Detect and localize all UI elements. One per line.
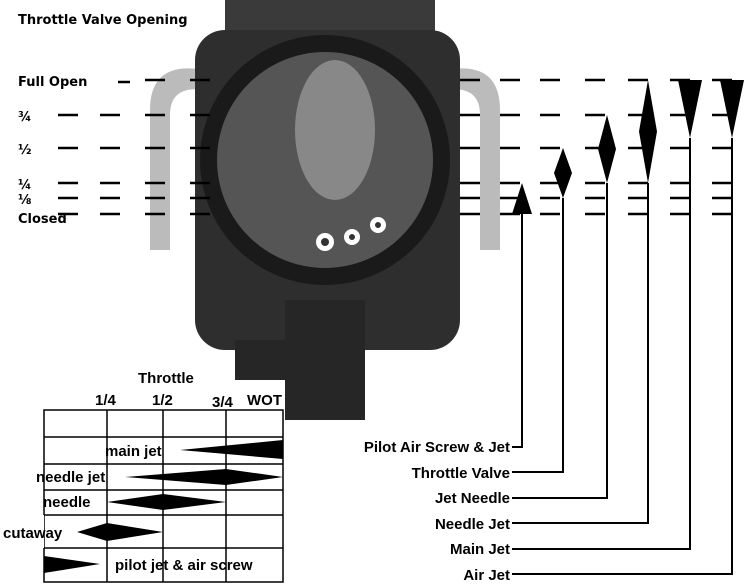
col-1-2: 1/2 xyxy=(152,392,173,409)
row-needle: needle xyxy=(43,494,91,511)
level-eighth: ⅛ xyxy=(18,193,31,208)
label-main-jet: Main Jet xyxy=(450,541,510,558)
label-jet-needle: Jet Needle xyxy=(435,490,510,507)
mark-main-jet xyxy=(678,80,702,138)
leader-line xyxy=(512,138,691,550)
level-full-open: Full Open xyxy=(18,75,87,90)
mark-jet-needle xyxy=(598,115,616,183)
leader-line xyxy=(512,183,649,524)
col-1-4: 1/4 xyxy=(95,392,117,409)
mark-throttle-valve xyxy=(554,148,572,198)
mark-pilot-air-screw-jet xyxy=(512,183,532,214)
label-pilot-air-screw: Pilot Air Screw & Jet xyxy=(364,439,510,456)
level-closed: Closed xyxy=(18,212,67,227)
throttle-table: Throttle 1/4 1/2 3/4 WOT main jet needle… xyxy=(0,370,284,583)
col-wot: WOT xyxy=(247,392,282,409)
leader-line xyxy=(512,198,564,473)
carburetor-photo xyxy=(150,0,500,420)
leader-line xyxy=(512,138,733,575)
label-air-jet: Air Jet xyxy=(463,567,510,584)
level-half: ½ xyxy=(18,143,31,158)
leader-line xyxy=(512,214,523,448)
level-three-quarter: ¾ xyxy=(18,110,31,125)
row-cutaway: cutaway xyxy=(3,525,63,542)
label-needle-jet: Needle Jet xyxy=(435,516,510,533)
mark-air-jet xyxy=(720,80,744,138)
level-quarter: ¼ xyxy=(18,178,31,193)
table-title: Throttle xyxy=(138,370,194,387)
level-labels: Full Open ¾ ½ ¼ ⅛ Closed xyxy=(18,75,87,227)
label-throttle-valve: Throttle Valve xyxy=(412,465,510,482)
component-labels: Pilot Air Screw & Jet Throttle Valve Jet… xyxy=(364,439,510,584)
component-marks xyxy=(512,80,744,575)
mark-needle-jet xyxy=(639,80,657,183)
leader-line xyxy=(512,183,608,499)
col-3-4: 3/4 xyxy=(212,394,234,411)
diagram-title: Throttle Valve Opening xyxy=(18,13,188,28)
row-pilot-jet-air-screw: pilot jet & air screw xyxy=(115,557,253,574)
level-dashes xyxy=(58,78,732,216)
row-main-jet: main jet xyxy=(105,443,162,460)
row-needle-jet: needle jet xyxy=(36,469,105,486)
